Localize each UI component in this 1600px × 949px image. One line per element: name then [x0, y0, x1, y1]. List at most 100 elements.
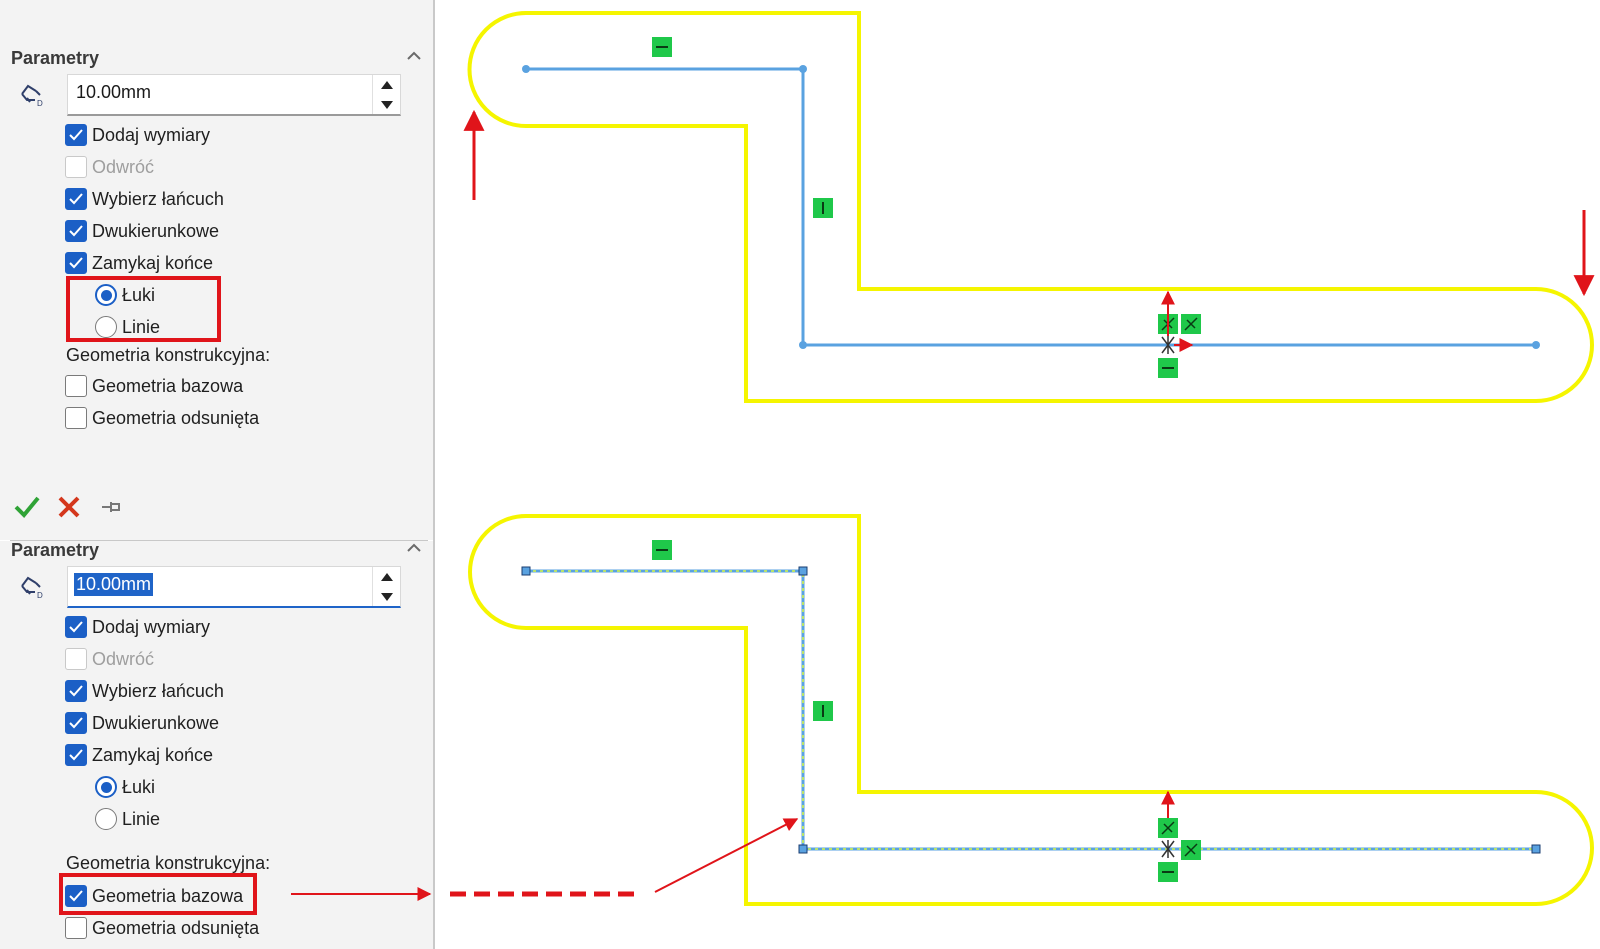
checkmark-icon — [69, 621, 83, 633]
checkbox-base-geometry[interactable]: Geometria bazowa — [65, 372, 243, 400]
spin-down-button[interactable] — [373, 587, 401, 607]
radio-label: Linie — [122, 808, 161, 829]
sketch-top — [463, 11, 1595, 403]
sketch-point[interactable] — [798, 844, 808, 854]
checkbox-box[interactable] — [65, 220, 87, 242]
caret-up-icon — [381, 573, 393, 581]
checkmark-icon — [69, 749, 83, 761]
sketch-point[interactable] — [521, 566, 531, 576]
checkbox-box[interactable] — [65, 188, 87, 210]
sketch-point[interactable] — [799, 341, 807, 349]
vertical-relation-icon[interactable] — [813, 701, 833, 721]
offset-distance-input[interactable]: 10.00mm — [67, 74, 401, 116]
checkbox-box — [65, 156, 87, 178]
checkbox-box[interactable] — [65, 616, 87, 638]
arrow-diagonal-indicator — [654, 818, 799, 893]
checkbox-box[interactable] — [65, 252, 87, 274]
checkbox-label: Geometria odsunięta — [92, 407, 260, 428]
checkbox-label: Odwróć — [92, 156, 155, 177]
horizontal-relation-icon[interactable] — [652, 37, 672, 57]
horizontal-relation-icon[interactable] — [1158, 862, 1178, 882]
checkbox-label: Geometria bazowa — [92, 885, 244, 906]
offset-distance-input[interactable]: 10.00mm — [67, 566, 401, 608]
checkbox-box[interactable] — [65, 744, 87, 766]
panel-divider — [10, 540, 428, 541]
construction-geometry-heading: Geometria konstrukcyjna: — [66, 853, 271, 873]
checkbox-box[interactable] — [65, 680, 87, 702]
radio-button[interactable] — [95, 284, 117, 306]
spin-up-button[interactable] — [373, 567, 401, 587]
checkmark-icon — [69, 129, 83, 141]
section-title-parameters: Parametry — [11, 48, 100, 68]
graphics-area[interactable] — [435, 0, 1600, 949]
radio-arcs[interactable]: Łuki — [95, 773, 155, 801]
coincident-relation-icon[interactable] — [1181, 840, 1201, 860]
radio-lines[interactable]: Linie — [95, 805, 160, 833]
checkbox-label: Dodaj wymiary — [92, 124, 211, 145]
checkbox-label: Zamykaj końce — [92, 252, 214, 273]
offset-outline-bottom — [468, 514, 1594, 906]
section-title-parameters: Parametry — [11, 540, 100, 560]
radio-button[interactable] — [95, 316, 117, 338]
caret-up-icon — [381, 81, 393, 89]
offset-distance-value: 10.00mm — [76, 82, 152, 102]
chevron-up-icon[interactable] — [405, 539, 423, 557]
checkbox-label: Odwróć — [92, 648, 155, 669]
radio-lines[interactable]: Linie — [95, 313, 160, 341]
checkbox-reverse: Odwróć — [65, 153, 154, 181]
sketch-point[interactable] — [1532, 341, 1540, 349]
spin-down-button[interactable] — [373, 95, 401, 115]
svg-text:D: D — [37, 591, 43, 600]
highlight-box-base-geometry — [59, 873, 257, 915]
checkbox-offset-geometry[interactable]: Geometria odsunięta — [65, 404, 259, 432]
checkbox-reverse: Odwróć — [65, 645, 154, 673]
checkbox-box[interactable] — [65, 917, 87, 939]
sketch-point[interactable] — [799, 65, 807, 73]
checkbox-select-chain[interactable]: Wybierz łańcuch — [65, 677, 224, 705]
radio-label: Linie — [122, 316, 161, 337]
sketch-point[interactable] — [522, 65, 530, 73]
checkbox-base-geometry[interactable]: Geometria bazowa — [65, 882, 243, 910]
checkbox-add-dimensions[interactable]: Dodaj wymiary — [65, 613, 210, 641]
close-icon[interactable] — [55, 493, 83, 521]
checkbox-cap-ends[interactable]: Zamykaj końce — [65, 249, 213, 277]
base-sketch-top — [526, 67, 1536, 347]
checkbox-box[interactable] — [65, 885, 87, 907]
radio-button[interactable] — [95, 776, 117, 798]
checkbox-label: Zamykaj końce — [92, 744, 214, 765]
checkbox-label: Dodaj wymiary — [92, 616, 211, 637]
pushpin-icon[interactable] — [97, 493, 125, 521]
checkbox-box[interactable] — [65, 375, 87, 397]
sketch-point[interactable] — [1531, 844, 1541, 854]
checkbox-label: Dwukierunkowe — [92, 712, 220, 733]
checkbox-box — [65, 648, 87, 670]
check-icon[interactable] — [13, 493, 41, 521]
checkbox-box[interactable] — [65, 407, 87, 429]
checkbox-bidirectional[interactable]: Dwukierunkowe — [65, 217, 219, 245]
checkmark-icon — [69, 257, 83, 269]
offset-distance-value: 10.00mm — [74, 573, 154, 596]
checkbox-bidirectional[interactable]: Dwukierunkowe — [65, 709, 219, 737]
checkbox-cap-ends[interactable]: Zamykaj końce — [65, 741, 213, 769]
horizontal-relation-icon[interactable] — [1158, 358, 1178, 378]
chevron-up-icon[interactable] — [405, 47, 423, 65]
radio-button[interactable] — [95, 808, 117, 830]
checkbox-select-chain[interactable]: Wybierz łańcuch — [65, 185, 224, 213]
horizontal-relation-icon[interactable] — [652, 540, 672, 560]
offset-distance-icon: D — [21, 576, 43, 600]
coincident-relation-icon[interactable] — [1158, 818, 1178, 838]
vertical-relation-icon[interactable] — [813, 198, 833, 218]
checkbox-label: Wybierz łańcuch — [92, 188, 224, 209]
checkbox-box[interactable] — [65, 124, 87, 146]
radio-label: Łuki — [122, 776, 156, 797]
sketch-point[interactable] — [798, 566, 808, 576]
spin-up-button[interactable] — [373, 75, 401, 95]
checkbox-add-dimensions[interactable]: Dodaj wymiary — [65, 121, 210, 149]
checkbox-box[interactable] — [65, 712, 87, 734]
checkbox-label: Geometria bazowa — [92, 375, 244, 396]
checkbox-offset-geometry[interactable]: Geometria odsunięta — [65, 914, 259, 942]
checkmark-icon — [69, 717, 83, 729]
checkmark-icon — [69, 193, 83, 205]
coincident-relation-icon[interactable] — [1181, 314, 1201, 334]
radio-arcs[interactable]: Łuki — [95, 281, 155, 309]
